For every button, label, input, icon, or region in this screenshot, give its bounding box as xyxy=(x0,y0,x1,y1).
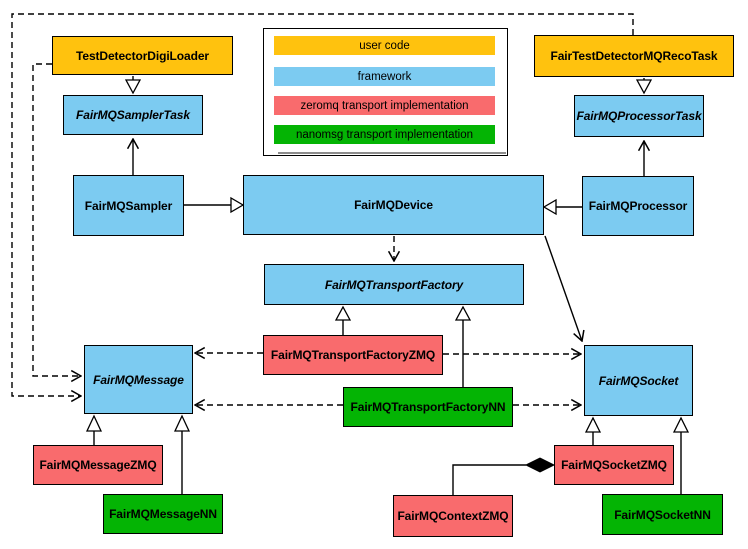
edge-recotask-to-message-dependency xyxy=(11,13,634,396)
node-fairmqmessage: FairMQMessage xyxy=(84,345,193,414)
legend-box: user code framework zeromq transport imp… xyxy=(263,28,508,156)
node-fairmqdevice: FairMQDevice xyxy=(243,175,544,235)
node-fairmqtransportfactory: FairMQTransportFactory xyxy=(264,264,524,305)
edge-socketzmq-contextzmq-composition xyxy=(452,457,556,495)
legend-item-nanomsg: nanomsg transport implementation xyxy=(274,125,495,144)
node-fairmqsocket: FairMQSocket xyxy=(584,345,693,416)
edge-processor-to-device-inheritance xyxy=(542,198,582,216)
node-fairmqsamplertask: FairMQSamplerTask xyxy=(63,95,203,135)
edge-socketzmq-to-socket-inheritance xyxy=(584,416,602,445)
edge-messagenn-to-message-inheritance xyxy=(173,414,191,494)
edge-digiloader-to-message-dependency xyxy=(32,63,81,376)
node-fairmqsocketnn: FairMQSocketNN xyxy=(602,494,723,535)
legend-item-user-code: user code xyxy=(274,36,495,55)
edge-recotask-to-processortask-inheritance xyxy=(635,78,653,95)
node-fairtestdetectormqrecotask: FairTestDetectorMQRecoTask xyxy=(534,35,734,77)
node-fairmqsocketzmq: FairMQSocketZMQ xyxy=(554,445,674,485)
edge-socketnn-to-socket-inheritance xyxy=(672,416,690,494)
node-fairmqprocessortask: FairMQProcessorTask xyxy=(574,95,704,137)
edge-sampler-to-device-inheritance xyxy=(184,196,245,214)
edge-tfnn-to-transportfactory-inheritance xyxy=(454,305,472,387)
node-fairmqmessagenn: FairMQMessageNN xyxy=(103,494,223,534)
legend-shadow-line xyxy=(278,151,506,154)
legend-item-framework: framework xyxy=(274,67,495,86)
node-fairmqcontextzmq: FairMQContextZMQ xyxy=(393,495,513,537)
edge-device-to-socket-association xyxy=(544,235,582,341)
edge-digiloader-to-samplertask-inheritance xyxy=(124,76,142,95)
node-fairmqprocessor: FairMQProcessor xyxy=(582,176,694,236)
node-fairmqsampler: FairMQSampler xyxy=(73,175,184,236)
node-fairmqtransportfactorynn: FairMQTransportFactoryNN xyxy=(343,387,513,427)
legend-item-zeromq: zeromq transport implementation xyxy=(274,96,495,115)
edge-messagezmq-to-message-inheritance xyxy=(85,414,103,445)
node-testdetectordigiloader: TestDetectorDigiLoader xyxy=(52,36,233,75)
node-fairmqtransportfactoryzmq: FairMQTransportFactoryZMQ xyxy=(263,335,443,375)
edge-tfzmq-to-transportfactory-inheritance xyxy=(334,305,352,335)
node-fairmqmessagezmq: FairMQMessageZMQ xyxy=(33,445,163,485)
